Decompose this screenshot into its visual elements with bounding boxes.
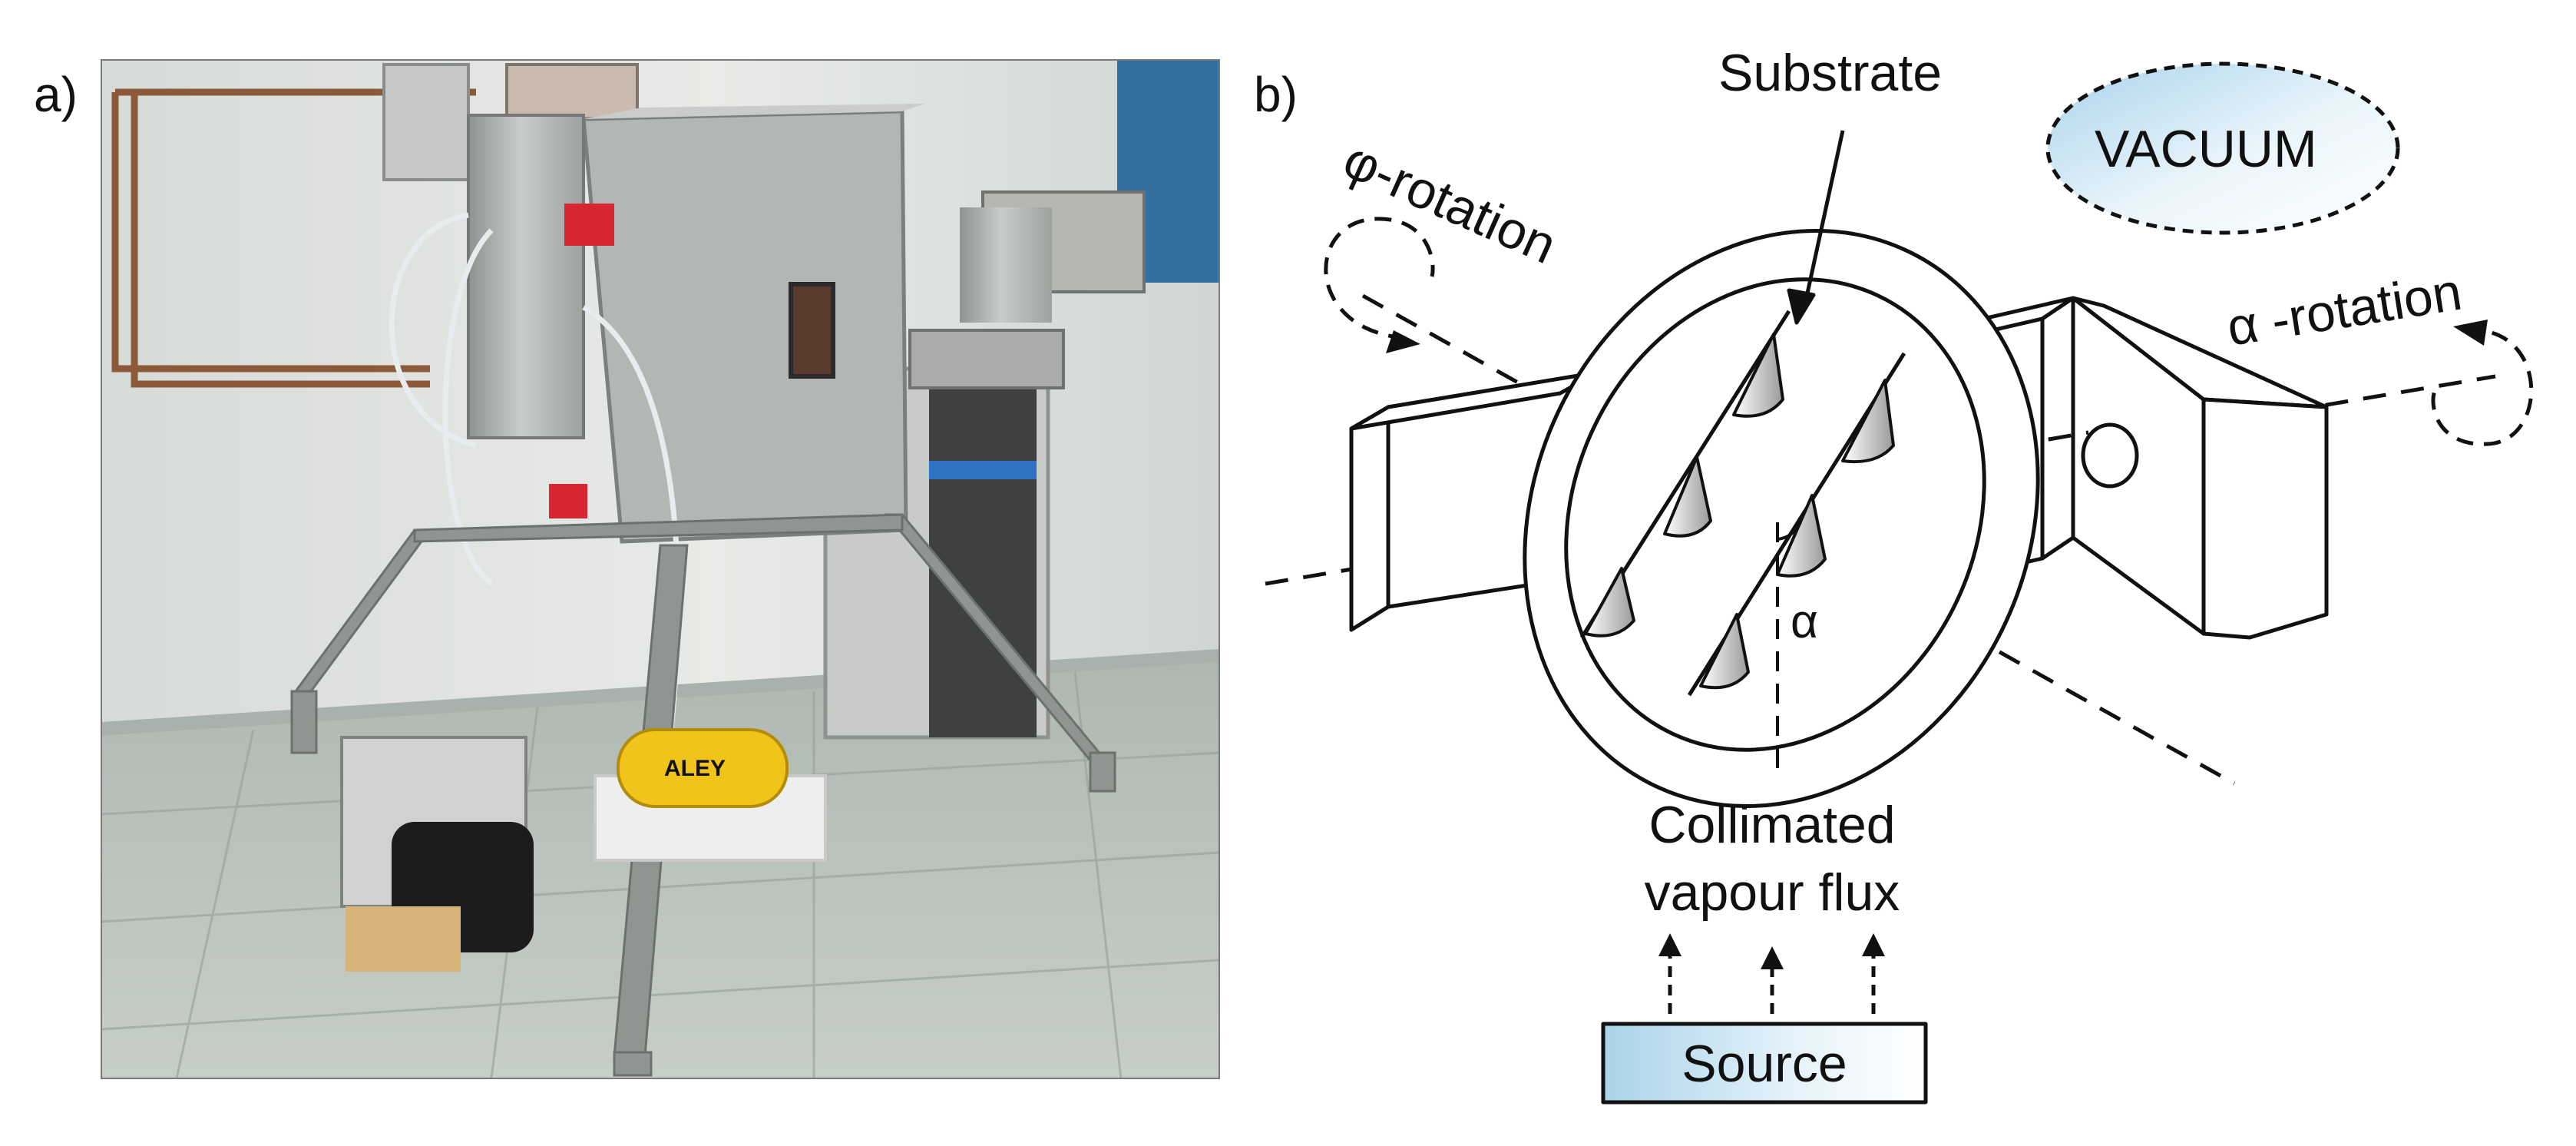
lab-photo: ALEY [101, 59, 1220, 1079]
flux-arrows [1668, 952, 1876, 1014]
substrate-arrow [1802, 130, 1845, 308]
alpha-rotation-arrowhead [2453, 320, 2488, 346]
red-valve-2 [549, 484, 587, 518]
compressor-tank [617, 728, 789, 808]
substrate-label: Substrate [1718, 44, 1942, 102]
phi-rotation-arrowhead [1386, 330, 1420, 353]
chamber-box [581, 109, 908, 544]
phi-rotation-arc [1324, 217, 1435, 340]
pump-column [467, 114, 585, 439]
schematic [1265, 61, 2534, 1105]
phi-rotation-label: φ-rotation [1335, 130, 1565, 275]
alpha-arc [1777, 522, 1802, 541]
column-4 [1841, 379, 1895, 464]
panel-b-label: b) [1254, 67, 1298, 122]
vacuum-bubble [2045, 61, 2400, 235]
alpha-rotation-arc [2431, 328, 2534, 446]
alpha-rotation-label: α -rotation [2223, 263, 2465, 357]
flux-label-line1: Collimated [1648, 796, 1895, 854]
photo-border [101, 59, 1220, 1079]
red-valve [564, 204, 614, 246]
source-label: Source [1682, 1035, 1847, 1093]
cabinet-panel [929, 384, 1037, 737]
column-3 [1584, 567, 1635, 638]
flux-label-line2: vapour flux [1645, 863, 1900, 922]
column-2 [1663, 455, 1712, 538]
holder-hole [2081, 422, 2139, 489]
cabinet-panel-light [929, 461, 1037, 479]
column-1 [1732, 333, 1784, 418]
column-6 [1699, 613, 1750, 690]
panel-a-label: a) [34, 67, 78, 122]
flux-arrowheads [1658, 933, 1885, 969]
vacuum-label: VACUUM [2095, 120, 2317, 178]
side-chamber [960, 207, 1052, 323]
chamber-top [584, 104, 925, 119]
pump-base [346, 906, 461, 972]
alpha-angle-label: α [1791, 595, 1818, 648]
compressor-brand: ALEY [664, 756, 726, 781]
substrate-arrowhead [1787, 288, 1816, 325]
chamber-viewport [789, 282, 835, 379]
electrical-box [382, 63, 470, 181]
source-box [1601, 1022, 1928, 1105]
tilted-columns [1584, 333, 1895, 690]
column-5 [1776, 494, 1827, 578]
controller-box [908, 329, 1065, 389]
